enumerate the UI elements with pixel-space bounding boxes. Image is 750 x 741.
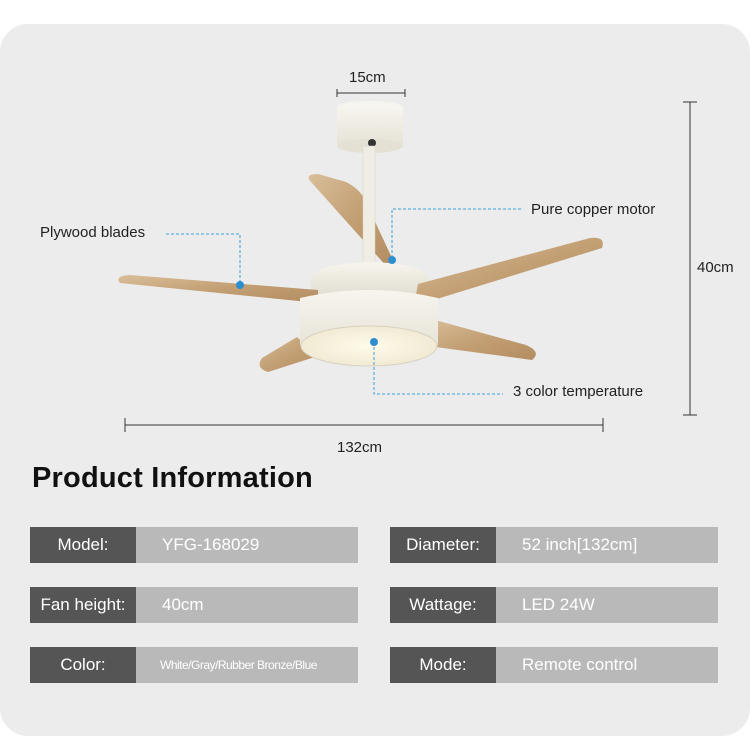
light-diffuser — [300, 325, 438, 367]
spec-row-model: Model: YFG-168029 — [30, 527, 358, 563]
spec-row-fan-height: Fan height: 40cm — [30, 587, 358, 623]
spec-value: White/Gray/Rubber Bronze/Blue — [136, 647, 358, 683]
callout-blades-label: Plywood blades — [40, 224, 146, 241]
spec-value: 52 inch[132cm] — [496, 527, 718, 563]
blade-back-upper — [308, 174, 392, 268]
spec-row-mode: Mode: Remote control — [390, 647, 718, 683]
spec-value: LED 24W — [496, 587, 718, 623]
ceiling-fan-illustration — [118, 101, 603, 372]
spec-key: Mode: — [390, 647, 496, 683]
callout-blades-line — [166, 233, 244, 289]
spec-row-color: Color: White/Gray/Rubber Bronze/Blue — [30, 647, 358, 683]
spec-row-diameter: Diameter: 52 inch[132cm] — [390, 527, 718, 563]
spec-value: YFG-168029 — [136, 527, 358, 563]
height-dimension-label: 40cm — [697, 259, 734, 276]
downrod — [362, 145, 376, 273]
top-dimension-label: 15cm — [349, 69, 386, 86]
top-dimension-line — [336, 89, 406, 97]
spec-key: Fan height: — [30, 587, 136, 623]
blade-right — [414, 237, 603, 306]
section-title: Product Information — [32, 462, 313, 494]
spec-row-wattage: Wattage: LED 24W — [390, 587, 718, 623]
height-dimension-line — [683, 101, 697, 416]
callout-light-label: 3 color temperature — [513, 383, 644, 400]
spec-value: Remote control — [496, 647, 718, 683]
spec-key: Diameter: — [390, 527, 496, 563]
callout-motor-line — [388, 208, 521, 264]
motor-housing — [310, 262, 430, 295]
spec-value: 40cm — [136, 587, 358, 623]
blade-left — [118, 275, 318, 303]
callout-motor-label: Pure copper motor — [531, 201, 656, 218]
width-dimension-label: 132cm — [337, 439, 383, 456]
spec-key: Wattage: — [390, 587, 496, 623]
callout-light-line — [370, 338, 503, 395]
width-dimension-line — [124, 418, 604, 432]
blade-lower-right — [428, 318, 536, 360]
spec-key: Model: — [30, 527, 136, 563]
spec-key: Color: — [30, 647, 136, 683]
